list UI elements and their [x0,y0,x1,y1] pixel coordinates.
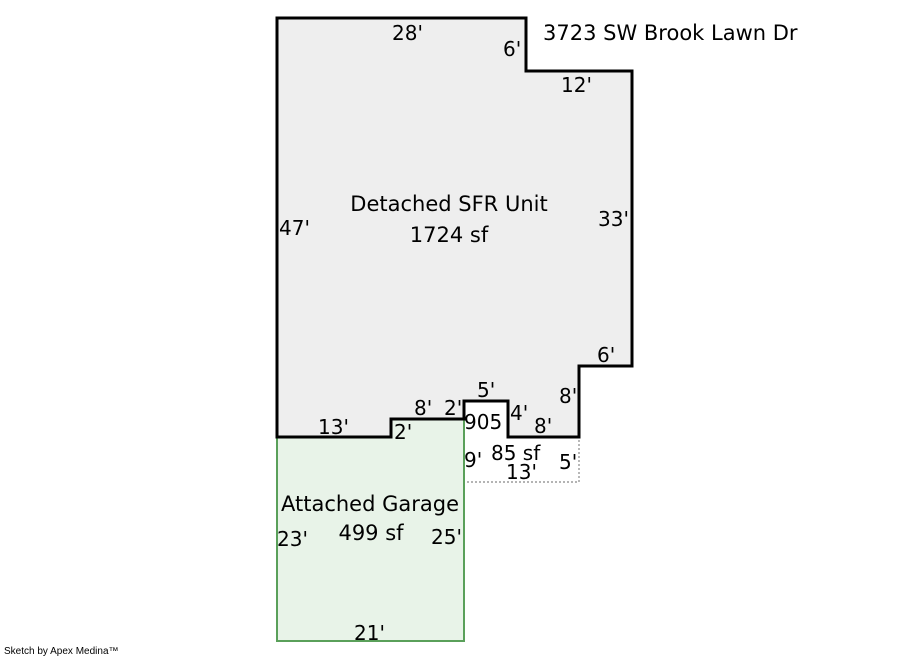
dim-porch-left: 9' [464,448,482,472]
garage-name-label: Attached Garage [281,492,459,516]
dim-house-right: 33' [598,207,629,231]
house-name-label: Detached SFR Unit [350,192,547,216]
garage-area-label: 499 sf [338,521,404,545]
dim-house-notch-top: 5' [477,378,495,402]
dim-house-garage-top: 8' [414,396,432,420]
dim-porch-right: 5' [559,450,577,474]
dim-house-left: 47' [279,216,310,240]
dim-house-lower-right: 8' [559,384,577,408]
dim-house-step-top: 6' [503,37,521,61]
sketch-credit: Sketch by Apex Medina™ [4,646,119,657]
dim-house-notch-right: 4' [510,401,528,425]
dim-porch-bottom: 13' [506,460,537,484]
house-outline [275,16,634,439]
house-area-label: 1724 sf [410,223,489,247]
dim-house-step-right: 12' [561,73,592,97]
porch-area-label: 85 sf [491,441,541,465]
dim-garage-left: 23' [277,527,308,551]
dim-house-garage-step: 2' [394,420,412,444]
dim-house-bottom-left: 13' [318,415,349,439]
dim-house-notch-bottom: 8' [534,414,552,438]
property-address: 3723 SW Brook Lawn Dr [543,21,798,45]
dim-garage-right: 25' [431,525,462,549]
dim-house-lower-step: 6' [597,343,615,367]
dim-garage-bottom: 21' [354,621,385,645]
dim-house-notch-a: 2' [444,396,462,420]
dim-house-top: 28' [392,21,423,45]
porch-code-label: 905 [464,410,502,434]
